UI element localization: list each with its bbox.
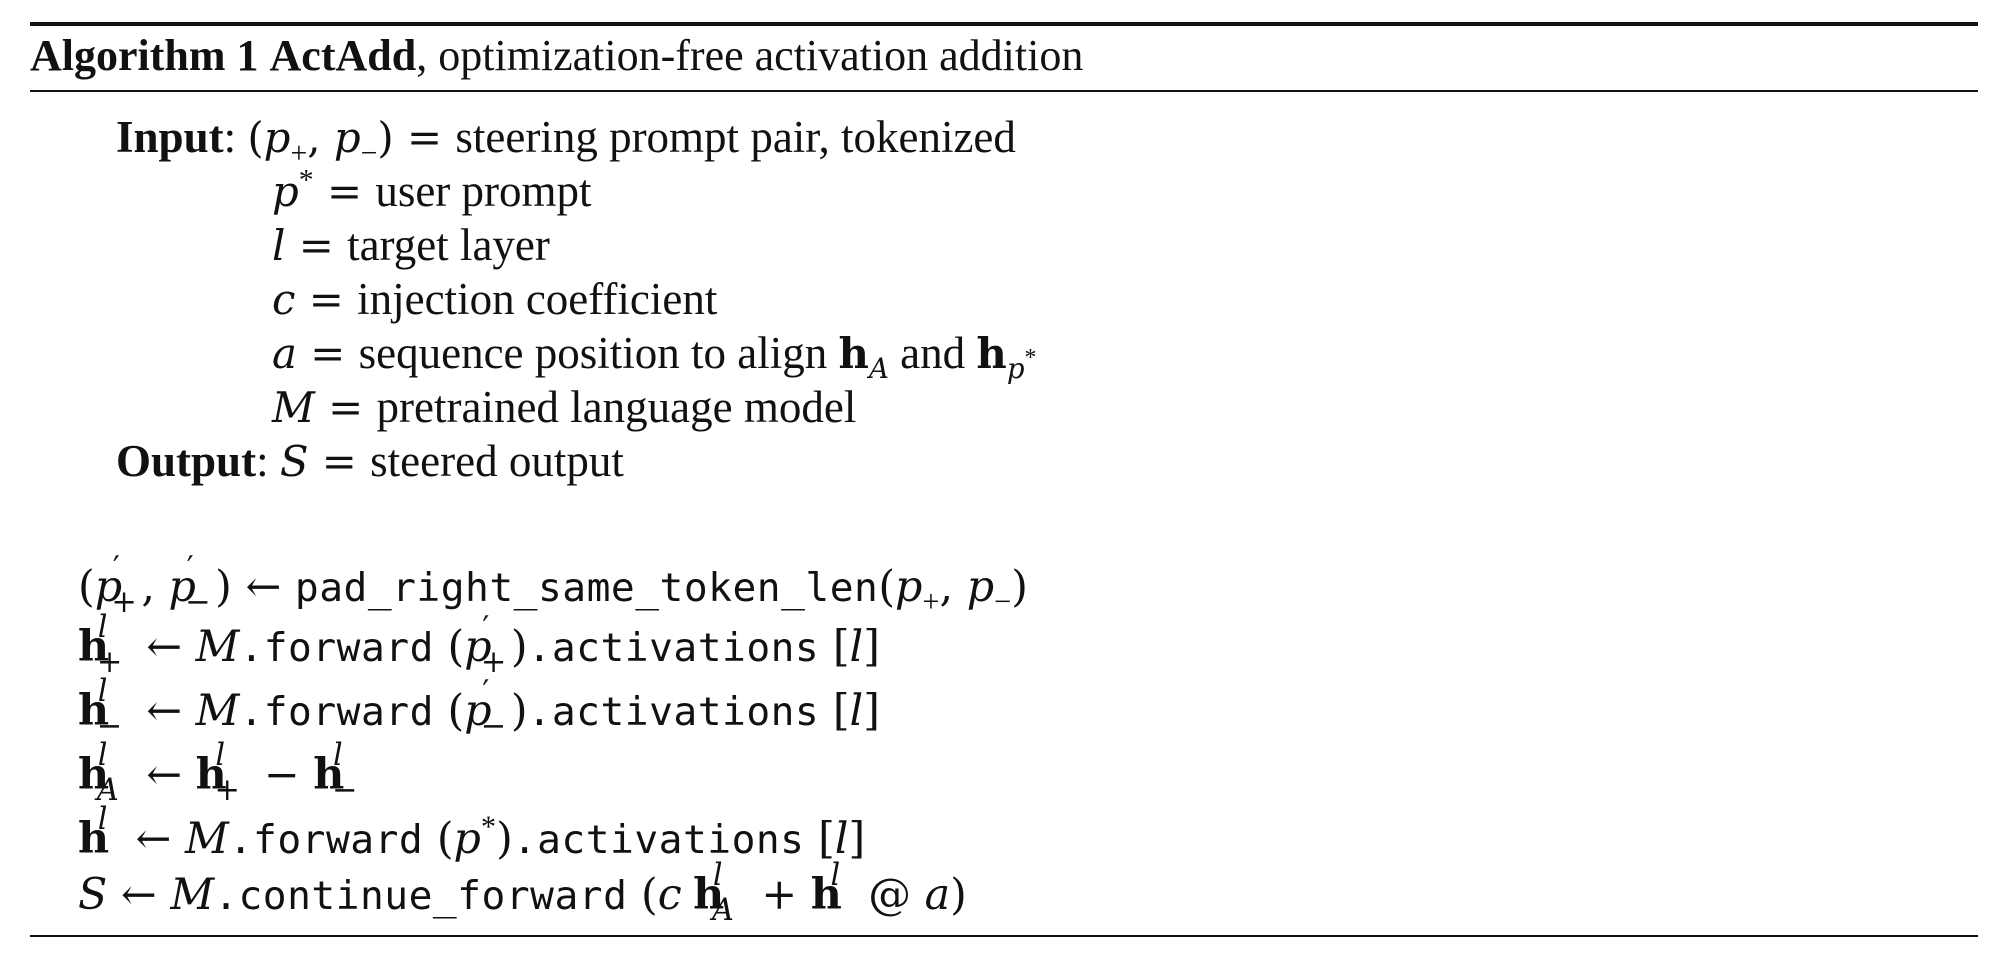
input-label: Input bbox=[116, 112, 224, 162]
input-desc-prompt-pair: steering prompt pair, tokenized bbox=[455, 112, 1016, 162]
input-desc-user-prompt: user prompt bbox=[375, 166, 592, 216]
input-line-sequence-position: a = sequence position to align hA and hp… bbox=[272, 328, 1037, 386]
input-desc-coefficient: injection coefficient bbox=[357, 274, 718, 324]
input-line-model: M = pretrained language model bbox=[272, 382, 857, 432]
algorithm-label: Algorithm 1 bbox=[30, 31, 259, 80]
output-line: Output: S = steered output bbox=[116, 436, 624, 486]
output-desc: steered output bbox=[370, 436, 624, 486]
forward-function-1: .forward bbox=[239, 625, 434, 671]
algorithm-name: ActAdd bbox=[269, 31, 417, 80]
input-desc-model: pretrained language model bbox=[376, 382, 857, 432]
output-label: Output bbox=[116, 436, 257, 486]
activations-function-2: .activations bbox=[527, 689, 820, 735]
input-desc-sequence-position: sequence position to align bbox=[358, 328, 839, 378]
algorithm-caption: Algorithm 1 ActAdd, optimization-free ac… bbox=[30, 28, 1083, 84]
pad-function: pad_right_same_token_len bbox=[294, 565, 879, 611]
bottom-rule bbox=[30, 935, 1978, 937]
input-line-prompt-pair: Input: (p+, p−) = steering prompt pair, … bbox=[116, 112, 1016, 170]
algorithm-description: , optimization-free activation addition bbox=[416, 31, 1084, 80]
continue-forward-function: .continue_forward bbox=[214, 873, 628, 919]
activations-function-1: .activations bbox=[527, 625, 820, 671]
input-line-target-layer: l = target layer bbox=[272, 220, 550, 270]
step-pad: (p′+, p′−) ← pad_right_same_token_len(p+… bbox=[78, 551, 1028, 620]
input-line-user-prompt: p* = user prompt bbox=[272, 164, 592, 216]
input-line-coefficient: c = injection coefficient bbox=[272, 274, 718, 324]
caption-rule bbox=[30, 90, 1978, 92]
top-rule bbox=[30, 22, 1978, 26]
activations-function-3: .activations bbox=[512, 817, 805, 863]
input-desc-target-layer: target layer bbox=[347, 220, 550, 270]
forward-function-2: .forward bbox=[239, 689, 434, 735]
input-align-and: and bbox=[888, 328, 977, 378]
forward-function-3: .forward bbox=[228, 817, 424, 863]
